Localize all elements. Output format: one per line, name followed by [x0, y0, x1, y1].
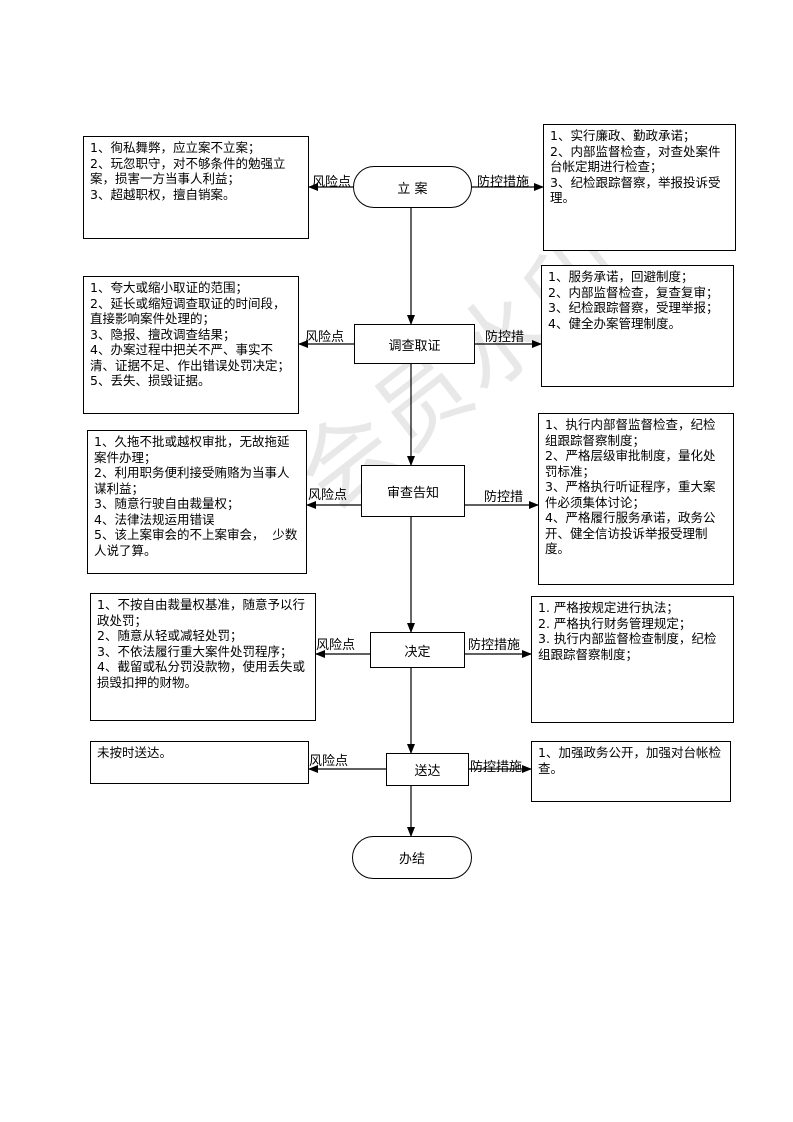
node-investigation: 调查取证: [354, 324, 475, 364]
risk-box-review-notice: 1、久拖不批或越权审批，无故拖延案件办理；2、利用职务便利接受贿赂为当事人谋利益…: [87, 430, 307, 574]
measure-box-delivery: 1、加强政务公开，加强对台帐检查。: [531, 741, 731, 802]
label-measure-4: 防控措施: [468, 638, 521, 653]
measure-box-review-notice: 1、执行内部督监督检查，纪检组跟踪督察制度；2、严格层级审批制度，量化处罚标准；…: [538, 413, 734, 585]
list-item: 1、实行廉政、勤政承诺；: [550, 128, 696, 143]
list-item: 2、延长或缩短调查取证的时间段，直接影响案件处理的；: [90, 295, 286, 327]
risk-box-decision: 1、不按自由裁量权基准，随意予以行政处罚；2、随意从轻或减轻处罚；3、不依法履行…: [90, 593, 316, 721]
list-item: 4、办案过程中把关不严、事实不清、证据不足、作出错误处罚决定；: [90, 342, 291, 373]
label-measure-3: 防控措: [484, 490, 524, 505]
list-item: 2、严格层级审批制度，量化处罚标准；: [545, 448, 716, 479]
label-risk-4: 风险点: [316, 638, 356, 653]
list-item: 4、严格履行服务承诺，政务公开、健全信访投诉举报受理制度。: [545, 510, 716, 556]
label-measure-2: 防控措: [485, 330, 525, 345]
list-item: 3. 执行内部监督检查制度，纪检组跟踪督察制度；: [538, 631, 717, 662]
list-item: 1、夸大或缩小取证的范围；: [90, 280, 248, 295]
list-item: 3、随意行驶自由裁量权；: [94, 496, 240, 511]
list-item: 3、纪检跟踪督察，举报投诉受理。: [550, 174, 721, 206]
risk-box-case-filing: 1、徇私舞弊，应立案不立案；2、玩忽职守，对不够条件的勉强立案，损害一方当事人利…: [83, 136, 309, 239]
measure-box-investigation: 1、服务承诺，回避制度；2、内部监督检查，复查复审；3、纪检跟踪督察，受理举报；…: [541, 265, 734, 387]
list-item: 3、不依法履行重大案件处罚程序；: [97, 643, 293, 659]
list-item: 2、玩忽职守，对不够条件的勉强立案，损害一方当事人利益；: [90, 155, 286, 187]
list-item: 1、服务承诺，回避制度；: [548, 269, 694, 284]
node-delivery: 送达: [386, 753, 469, 786]
list-item: 1、久拖不批或越权审批，无故拖延案件办理；: [94, 434, 290, 465]
list-item: 3、严格执行听证程序，重大案件必须集体讨论；: [545, 479, 716, 510]
list-item: 2、内部监督检查，复查复审；: [548, 284, 719, 300]
list-item: 2. 严格执行财务管理规定；: [538, 615, 692, 631]
list-item: 2、利用职务便利接受贿赂为当事人谋利益；: [94, 465, 290, 496]
list-item: 4、截留或私分罚没款物，使用丢失或损毁扣押的财物。: [97, 659, 305, 690]
label-risk-5: 风险点: [309, 754, 349, 769]
list-item: 5、该上案审会的不上案审会， 少数人说了算。: [94, 527, 298, 558]
label-measure-5: 防控措施: [470, 760, 523, 775]
node-review-notice: 审查告知: [361, 465, 465, 517]
list-item: 3、超越职权，擅自销案。: [90, 186, 236, 202]
node-closing: 办结: [352, 836, 472, 879]
node-decision: 决定: [370, 632, 465, 668]
label-risk-1: 风险点: [312, 175, 352, 190]
list-item: 1、加强政务公开，加强对台帐检查。: [538, 745, 721, 776]
list-item: 5、丢失、损毁证据。: [90, 373, 211, 388]
list-item: 1. 严格按规定进行执法；: [538, 600, 679, 615]
list-item: 1、不按自由裁量权基准，随意予以行政处罚；: [97, 597, 305, 628]
node-case-filing: 立 案: [353, 166, 472, 208]
list-item: 1、徇私舞弊，应立案不立案；: [90, 140, 261, 155]
risk-box-investigation: 1、夸大或缩小取证的范围；2、延长或缩短调查取证的时间段，直接影响案件处理的；3…: [83, 276, 299, 414]
list-item: 未按时送达。: [97, 745, 173, 760]
list-item: 3、隐报、擅改调查结果；: [90, 326, 236, 342]
measure-box-decision: 1. 严格按规定进行执法；2. 严格执行财务管理规定；3. 执行内部监督检查制度…: [531, 596, 734, 723]
label-risk-2: 风险点: [305, 330, 345, 345]
label-measure-1: 防控措施: [477, 175, 530, 190]
list-item: 3、纪检跟踪督察，受理举报；: [548, 300, 719, 315]
list-item: 4、健全办案管理制度。: [548, 315, 681, 331]
risk-box-delivery: 未按时送达。: [90, 741, 309, 784]
label-risk-3: 风险点: [308, 488, 348, 503]
list-item: 4、法律法规运用错误: [94, 511, 215, 527]
list-item: 2、内部监督检查，对查处案件台帐定期进行检查；: [550, 143, 721, 175]
measure-box-case-filing: 1、实行廉政、勤政承诺；2、内部监督检查，对查处案件台帐定期进行检查；3、纪检跟…: [543, 124, 736, 251]
list-item: 1、执行内部督监督检查，纪检组跟踪督察制度；: [545, 417, 716, 448]
list-item: 2、随意从轻或减轻处罚；: [97, 628, 243, 643]
